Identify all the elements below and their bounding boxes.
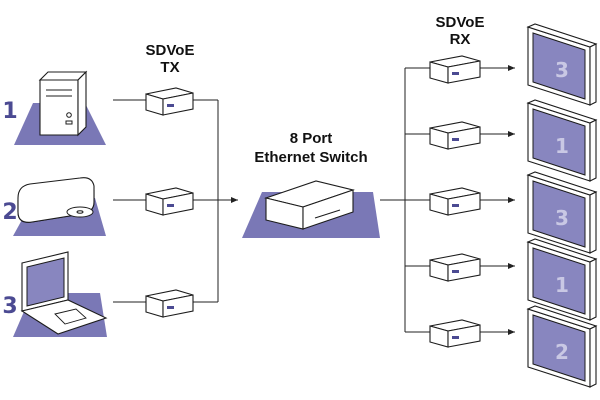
display-3: 3 [526, 171, 598, 254]
display-4-number: 1 [555, 273, 569, 297]
media-player-icon [13, 177, 106, 236]
display-4: 1 [526, 238, 598, 321]
display-3-number: 3 [555, 206, 569, 230]
laptop-icon [13, 251, 108, 337]
display-2-number: 1 [555, 134, 569, 158]
source-2-number: 2 [2, 200, 17, 225]
tx-unit-2 [145, 187, 194, 216]
source-wires [113, 99, 146, 303]
tx-unit-3 [145, 289, 194, 318]
switch-label: 8 Port Ethernet Switch [254, 130, 367, 166]
display-5: 2 [526, 305, 598, 388]
ethernet-switch [242, 180, 380, 238]
rx-unit-4 [429, 253, 481, 282]
rx-label-line1: SDVoE [436, 14, 485, 31]
source-3: 3 [2, 251, 108, 337]
switch-label-line2: Ethernet Switch [254, 149, 367, 166]
rx-wires [380, 67, 430, 333]
display-1: 3 [526, 23, 598, 106]
source-2: 2 [2, 177, 106, 236]
rx-unit-1 [429, 55, 481, 84]
rx-unit-2 [429, 121, 481, 150]
rx-unit-3 [429, 187, 481, 216]
rx-unit-5 [429, 319, 481, 348]
display-1-number: 3 [555, 58, 569, 82]
tx-label: SDVoE TX [146, 42, 195, 76]
source-3-number: 3 [2, 294, 17, 319]
source-1: 1 [2, 70, 106, 145]
display-wires [480, 65, 515, 335]
display-2: 1 [526, 99, 598, 182]
tx-label-line2: TX [160, 59, 179, 76]
tx-wires [193, 99, 238, 303]
desktop-tower-icon [14, 70, 106, 145]
switch-label-line1: 8 Port [290, 130, 333, 147]
rx-label: SDVoE RX [436, 14, 485, 48]
tx-unit-1 [145, 87, 194, 116]
source-1-number: 1 [2, 99, 17, 124]
rx-label-line2: RX [450, 31, 471, 48]
display-5-number: 2 [555, 340, 569, 364]
tx-label-line1: SDVoE [146, 42, 195, 59]
